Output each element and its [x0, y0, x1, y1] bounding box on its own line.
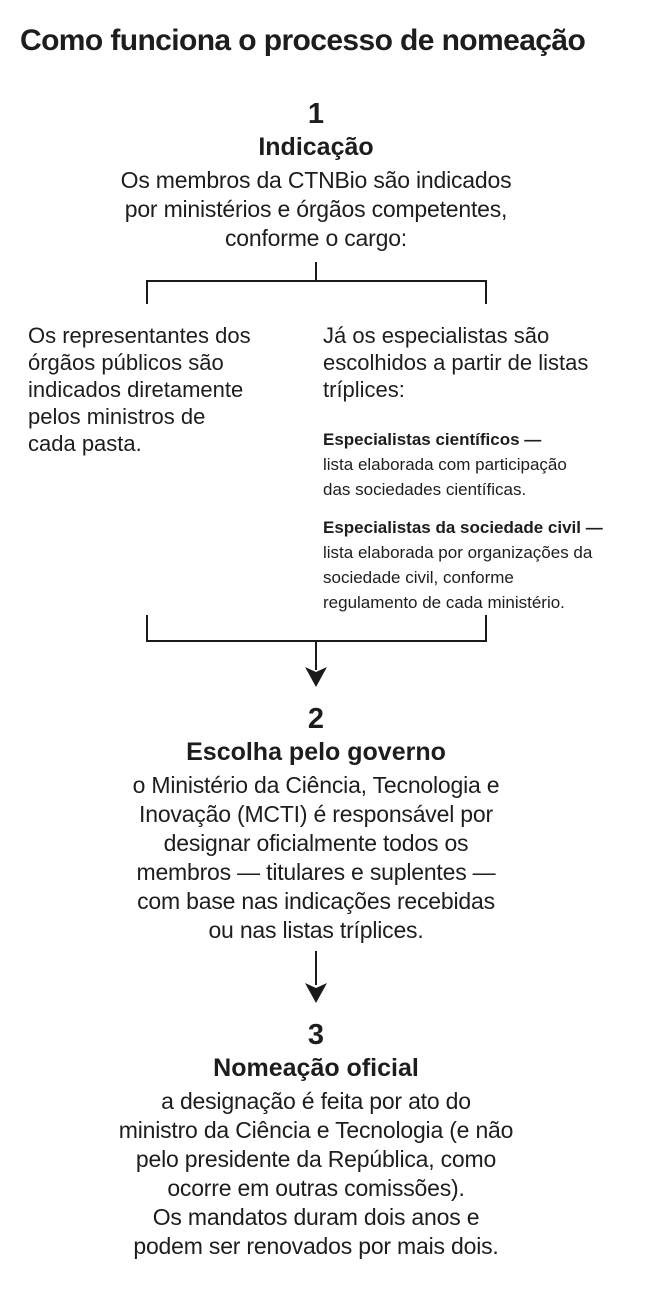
arrow-down-icon: [305, 983, 327, 1003]
step-3-heading: Nomeação oficial: [213, 1054, 419, 1082]
branch-right: Já os especialistas são escolhidos a par…: [323, 322, 648, 615]
split-connector-right-drop: [485, 280, 487, 304]
step-2-number: 2: [307, 703, 325, 735]
step-2: 2 Escolha pelo governo o Ministério da C…: [16, 703, 616, 945]
arrow-down-icon: [305, 667, 327, 687]
split-connector-stub: [315, 262, 317, 281]
branch-right-lead: Já os especialistas são escolhidos a par…: [323, 323, 589, 402]
page-title: Como funciona o processo de nomeação: [20, 24, 586, 57]
specialist-item-civil-society: Especialistas da sociedade civil — lista…: [323, 515, 648, 615]
specialist-scientific-detail: lista elaborada com participação das soc…: [323, 455, 567, 499]
merge-connector-right-riser: [485, 615, 487, 642]
step-1-number: 1: [307, 98, 325, 130]
flow-arrow-stem: [315, 951, 317, 985]
step-3: 3 Nomeação oficial a designação é feita …: [16, 1019, 616, 1261]
specialist-civil-society-label: Especialistas da sociedade civil —: [323, 518, 603, 537]
specialist-item-scientific: Especialistas científicos — lista elabor…: [323, 427, 648, 502]
branch-left-text: Os representantes dos órgãos públicos sã…: [28, 323, 251, 456]
step-1-heading: Indicação: [258, 133, 374, 161]
merge-connector-left-riser: [146, 615, 148, 642]
split-connector-horizontal: [146, 280, 487, 282]
step-1: 1 Indicação Os membros da CTNBio são ind…: [16, 98, 616, 253]
specialist-scientific-label: Especialistas científicos —: [323, 430, 542, 449]
step-3-body: a designação é feita por ato do ministro…: [118, 1088, 514, 1259]
step-3-number: 3: [307, 1019, 325, 1051]
split-connector-left-drop: [146, 280, 148, 304]
step-1-body: Os membros da CTNBio são indicados por m…: [120, 167, 512, 251]
step-2-body: o Ministério da Ciência, Tecnologia e In…: [132, 772, 500, 943]
merge-connector-stem: [315, 640, 317, 670]
specialist-civil-society-detail: lista elaborada por organizações da soci…: [323, 543, 593, 612]
step-2-heading: Escolha pelo governo: [186, 738, 446, 766]
